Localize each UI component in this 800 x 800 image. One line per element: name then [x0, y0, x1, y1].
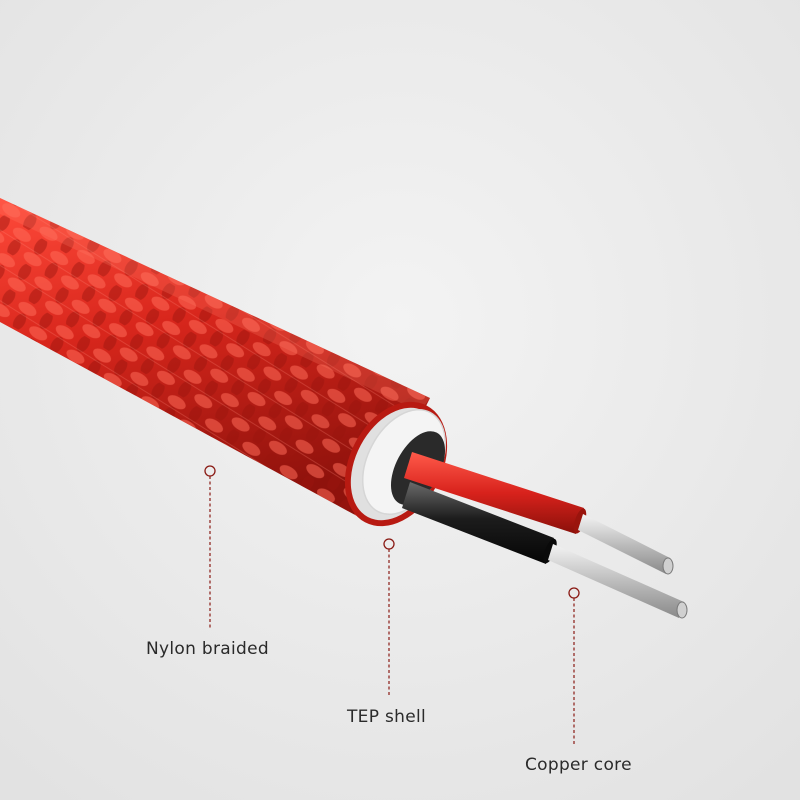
copper-core-label: Copper core — [525, 755, 632, 775]
nylon-braided-label: Nylon braided — [146, 639, 269, 659]
tep-shell-label: TEP shell — [347, 707, 426, 727]
